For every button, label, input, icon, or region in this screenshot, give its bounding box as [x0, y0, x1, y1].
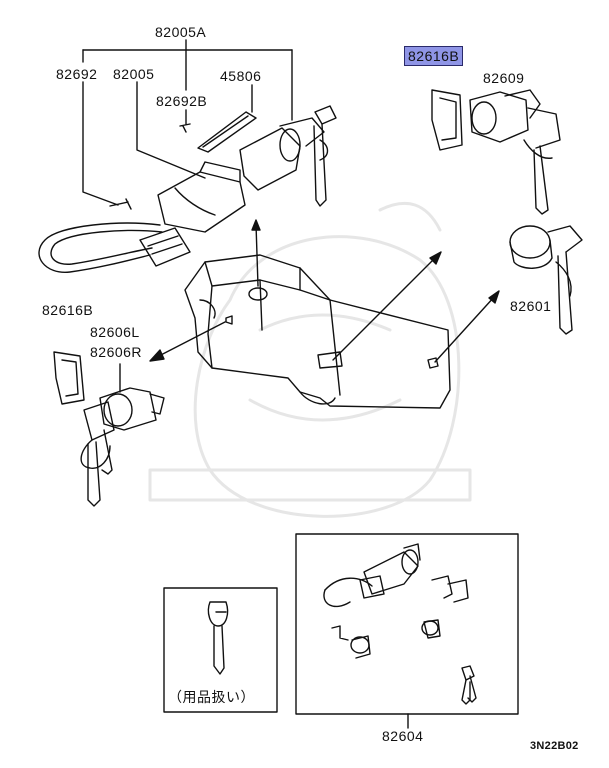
watermark-logo	[148, 201, 472, 518]
door-lock-82606	[53, 351, 165, 507]
part-label-82609: 82609	[483, 70, 525, 86]
part-label-82692: 82692	[56, 66, 98, 82]
tailgate-lock-82601	[509, 225, 583, 335]
part-label-82601: 82601	[510, 298, 552, 314]
part-label-82604: 82604	[382, 728, 424, 744]
part-label-45806: 45806	[220, 68, 262, 84]
part-label-82606L: 82606L	[90, 324, 140, 340]
spare-key-box	[163, 587, 278, 713]
vehicle-body-outline	[184, 254, 451, 409]
door-lock-cylinder-82609	[431, 89, 561, 215]
part-label-82005A: 82005A	[155, 24, 207, 40]
ignition-switch-assembly	[38, 39, 337, 273]
part-label-82692B: 82692B	[156, 93, 208, 109]
part-label-82005: 82005	[113, 66, 155, 82]
lock-kit-box	[295, 533, 519, 729]
part-label-82606R: 82606R	[90, 344, 143, 360]
diagram-code: 3N22B02	[530, 740, 579, 752]
pointer-arrows	[149, 219, 500, 363]
part-label-82616B: 82616B	[42, 302, 94, 318]
spare-key-note: （用品扱い）	[168, 690, 255, 706]
part-label-82616B-highlighted: 82616B	[404, 46, 464, 66]
